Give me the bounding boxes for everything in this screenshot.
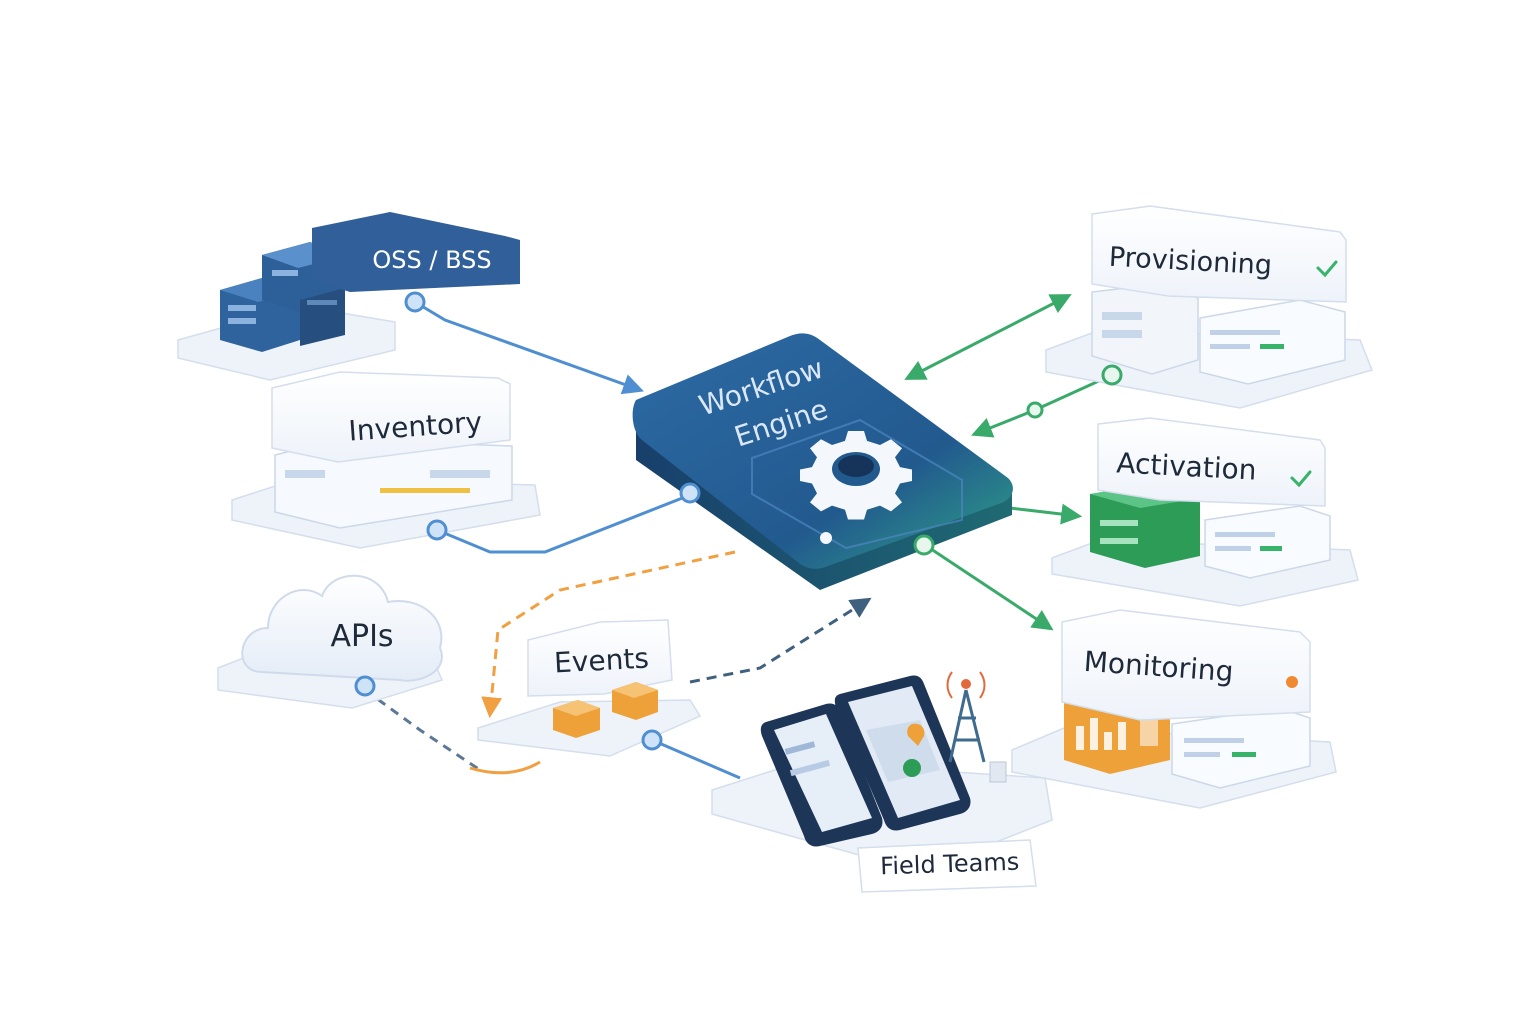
map-pin-icon xyxy=(903,759,921,777)
engine-port-left xyxy=(679,482,701,504)
activation-line xyxy=(1215,546,1251,551)
event-box-icon xyxy=(612,682,658,720)
activation-line xyxy=(1215,532,1275,537)
inventory-slot xyxy=(430,470,490,478)
field-teams-label-box xyxy=(857,839,1037,893)
node-events[interactable]: Events xyxy=(477,619,702,757)
engine-gear-panel xyxy=(751,418,963,550)
monitoring-label-box xyxy=(1061,609,1311,721)
activation-label: Activation xyxy=(1116,446,1258,486)
node-oss-bss[interactable]: OSS / BSS xyxy=(177,212,520,381)
field-teams-label: Field Teams xyxy=(880,848,1020,881)
link-apis-events-orange xyxy=(469,760,541,775)
link-inventory-to-engine xyxy=(436,493,691,554)
link-engine-provisioning-bottom xyxy=(971,373,1113,438)
link-events-field xyxy=(651,738,741,780)
link-engine-monitoring xyxy=(924,543,1054,631)
apis-port xyxy=(354,675,376,697)
oss-bss-label: OSS / BSS xyxy=(372,246,491,274)
inventory-port xyxy=(426,519,448,541)
monitoring-status xyxy=(1232,752,1256,757)
oss-label-box xyxy=(312,212,520,292)
node-apis[interactable]: APIs xyxy=(217,574,444,709)
node-field-teams[interactable]: Field Teams xyxy=(711,671,1053,893)
inventory-label-box xyxy=(271,371,511,463)
provisioning-slot xyxy=(1102,312,1142,320)
node-provisioning[interactable]: Provisioning xyxy=(1026,205,1374,419)
tablet-map-icon xyxy=(834,675,971,831)
link-engine-events-orange xyxy=(481,550,736,719)
events-port xyxy=(641,729,663,751)
monitoring-line xyxy=(1184,738,1244,743)
node-inventory[interactable]: Inventory xyxy=(231,371,541,549)
link-engine-provisioning-top xyxy=(904,294,1072,380)
provisioning-line xyxy=(1210,330,1280,335)
activation-label-box xyxy=(1097,417,1326,507)
monitoring-line xyxy=(1184,752,1220,757)
provisioning-server xyxy=(1091,283,1199,375)
node-monitoring[interactable]: Monitoring xyxy=(1011,609,1337,809)
cloud-icon xyxy=(241,574,443,682)
engine-port-bottom xyxy=(913,534,935,556)
connectors xyxy=(364,294,1113,780)
link-events-engine-gray xyxy=(689,597,872,684)
engine-dot xyxy=(820,532,832,544)
check-icon xyxy=(1290,470,1312,488)
node-activation[interactable]: Activation xyxy=(1051,417,1359,607)
provisioning-status xyxy=(1260,344,1284,349)
events-label-box xyxy=(527,619,673,697)
provisioning-port-mid xyxy=(1026,401,1044,419)
alert-dot-icon xyxy=(1286,676,1298,688)
activation-panel xyxy=(1204,505,1331,579)
phone-icon xyxy=(760,703,883,847)
provisioning-label-box xyxy=(1091,205,1347,303)
activation-status xyxy=(1260,546,1282,551)
link-engine-activation xyxy=(1009,503,1083,525)
workflow-engine[interactable]: Workflow Engine xyxy=(632,333,1013,590)
provisioning-slot xyxy=(1102,330,1142,338)
inventory-led-bar xyxy=(380,488,470,493)
provisioning-port xyxy=(1101,364,1123,386)
check-icon xyxy=(1316,260,1338,278)
link-oss-to-engine xyxy=(414,300,644,395)
apis-label: APIs xyxy=(330,619,393,654)
provisioning-line xyxy=(1210,344,1250,349)
link-apis-events-gray xyxy=(364,688,481,772)
cell-tower-icon xyxy=(946,671,1007,783)
events-label: Events xyxy=(553,642,649,680)
inventory-slot xyxy=(285,470,325,478)
gear-icon xyxy=(800,431,912,520)
oss-port xyxy=(404,291,426,313)
event-box-icon xyxy=(553,700,600,738)
